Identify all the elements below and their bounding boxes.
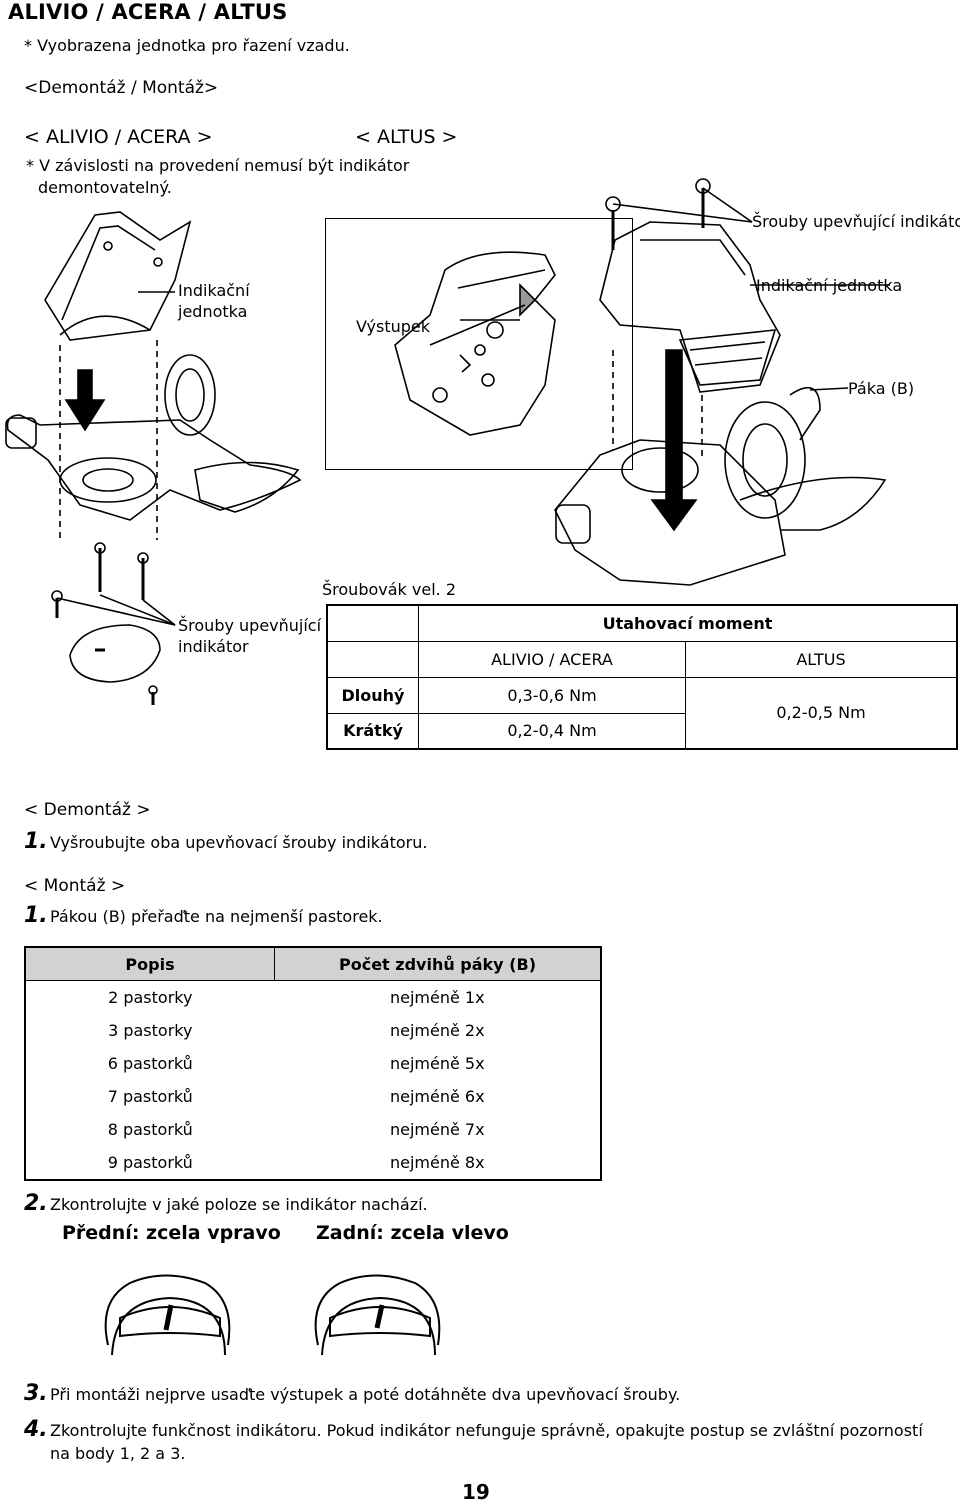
torque-val-kratky: 0,2-0,4 Nm xyxy=(418,712,686,750)
cell-popis: 6 pastorků xyxy=(107,1054,193,1073)
table-row: 7 pastorků nejméně 6x xyxy=(25,1080,601,1113)
demontaz-step1-num: 1. xyxy=(24,829,48,854)
cell-pocet: nejméně 1x xyxy=(389,988,485,1007)
montaz-step4-text-l1: Zkontrolujte funkčnost indikátoru. Pokud… xyxy=(50,1421,923,1440)
callout-srouby-l1: Šrouby upevňující xyxy=(178,616,322,635)
detail-indicator-unit xyxy=(394,251,556,436)
cell-pocet: nejméně 6x xyxy=(389,1087,485,1106)
torque-row-kratky: Krátký xyxy=(326,712,419,750)
cell-popis: 7 pastorků xyxy=(107,1087,193,1106)
left-indicator-cover xyxy=(44,211,192,341)
cell-popis: 3 pastorky xyxy=(108,1021,193,1040)
detail-frame xyxy=(325,218,633,470)
torque-val-dlouhy: 0,3-0,6 Nm xyxy=(418,676,686,714)
label-altus: < ALTUS > xyxy=(355,126,458,148)
montaz-step4-num: 4. xyxy=(24,1417,48,1442)
torque-table: Utahovací moment ALIVIO / ACERA ALTUS Dl… xyxy=(326,604,958,750)
demontaz-step1: 1.Vyšroubujte oba upevňovací šrouby indi… xyxy=(24,829,427,854)
torque-col-altus: ALTUS xyxy=(685,640,958,678)
page-number: 19 xyxy=(462,1480,490,1504)
figure-note-line1: * V závislosti na provedení nemusí být i… xyxy=(26,156,410,175)
demontaz-step1-text: Vyšroubujte oba upevňovací šrouby indiká… xyxy=(50,833,428,852)
callout-srouby-l2: indikátor xyxy=(178,637,249,656)
front-indicator xyxy=(104,1274,231,1356)
right-indicator-cover xyxy=(599,221,781,393)
page-title: ALIVIO / ACERA / ALTUS xyxy=(8,0,288,24)
montaz-step3-num: 3. xyxy=(24,1381,48,1406)
right-shifter-body xyxy=(554,439,786,586)
left-small-cover xyxy=(69,624,161,683)
arrow-down-right xyxy=(650,349,698,532)
torque-col-alivio: ALIVIO / ACERA xyxy=(418,640,686,678)
header-note: * Vyobrazena jednotka pro řazení vzadu. xyxy=(24,36,350,55)
cell-pocet: nejméně 5x xyxy=(389,1054,485,1073)
table-row: 3 pastorky nejméně 2x xyxy=(25,1014,601,1047)
montaz-step4-text-l2: na body 1, 2 a 3. xyxy=(50,1444,186,1463)
callout-indikacni-right: Indikační jednotka xyxy=(756,276,903,295)
rear-indicator xyxy=(314,1274,441,1356)
torque-row-dlouhy: Dlouhý xyxy=(326,676,419,714)
left-shifter-body xyxy=(6,414,302,521)
cell-popis: 9 pastorků xyxy=(107,1153,193,1172)
table-row: 2 pastorky nejméně 1x xyxy=(25,981,601,1015)
table-row: 8 pastorků nejméně 7x xyxy=(25,1113,601,1146)
callout-srouby-top: Šrouby upevňující indikátor xyxy=(752,212,960,231)
montaz-step2-text: Zkontrolujte v jaké poloze se indikátor … xyxy=(50,1195,428,1214)
montaz-step2-num: 2. xyxy=(24,1191,48,1216)
callout-paka-b: Páka (B) xyxy=(848,379,915,398)
figure-note-line2: demontovatelný. xyxy=(38,178,172,197)
montaz-step3: 3.Při montáži nejprve usaďte výstupek a … xyxy=(24,1381,680,1406)
sprocket-table: Popis Počet zdvihů páky (B) 2 pastorky ne… xyxy=(24,946,602,1181)
front-label: Přední: zcela vpravo xyxy=(62,1222,281,1244)
section-title: <Demontáž / Montáž> xyxy=(24,78,219,98)
col-pocet: Počet zdvihů páky (B) xyxy=(274,946,602,981)
cell-pocet: nejméně 8x xyxy=(389,1153,485,1172)
callout-indikacni-l1: Indikační xyxy=(178,281,250,300)
cell-pocet: nejméně 2x xyxy=(389,1021,485,1040)
cell-pocet: nejméně 7x xyxy=(389,1120,485,1139)
montaz-step3-text: Při montáži nejprve usaďte výstupek a po… xyxy=(50,1385,681,1404)
cell-popis: 8 pastorků xyxy=(107,1120,193,1139)
montaz-step1: 1.Pákou (B) přeřaďte na nejmenší pastore… xyxy=(24,903,383,928)
montaz-step1-num: 1. xyxy=(24,903,48,928)
torque-header: Utahovací moment xyxy=(418,604,958,642)
col-popis: Popis xyxy=(24,946,275,981)
montaz-step4: 4.Zkontrolujte funkčnost indikátoru. Pok… xyxy=(24,1417,923,1442)
table-row: 6 pastorků nejméně 5x xyxy=(25,1047,601,1080)
callout-sroubovak: Šroubovák vel. 2 xyxy=(322,580,456,599)
arrow-down-left xyxy=(64,369,106,432)
table-row: 9 pastorků nejméně 8x xyxy=(25,1146,601,1180)
montaz-heading: < Montáž > xyxy=(24,876,126,896)
cell-popis: 2 pastorky xyxy=(108,988,193,1007)
rear-label: Zadní: zcela vlevo xyxy=(316,1222,509,1244)
montaz-step1-text: Pákou (B) přeřaďte na nejmenší pastorek. xyxy=(50,907,383,926)
callout-indikacni-l2: jednotka xyxy=(178,302,248,321)
torque-val-altus: 0,2-0,5 Nm xyxy=(685,676,958,750)
shifter-illustration xyxy=(5,178,890,705)
demontaz-heading: < Demontáž > xyxy=(24,800,151,820)
callout-vystupek: Výstupek xyxy=(356,317,430,336)
montaz-step2: 2.Zkontrolujte v jaké poloze se indikáto… xyxy=(24,1191,428,1216)
label-alivio-acera: < ALIVIO / ACERA > xyxy=(24,126,213,148)
